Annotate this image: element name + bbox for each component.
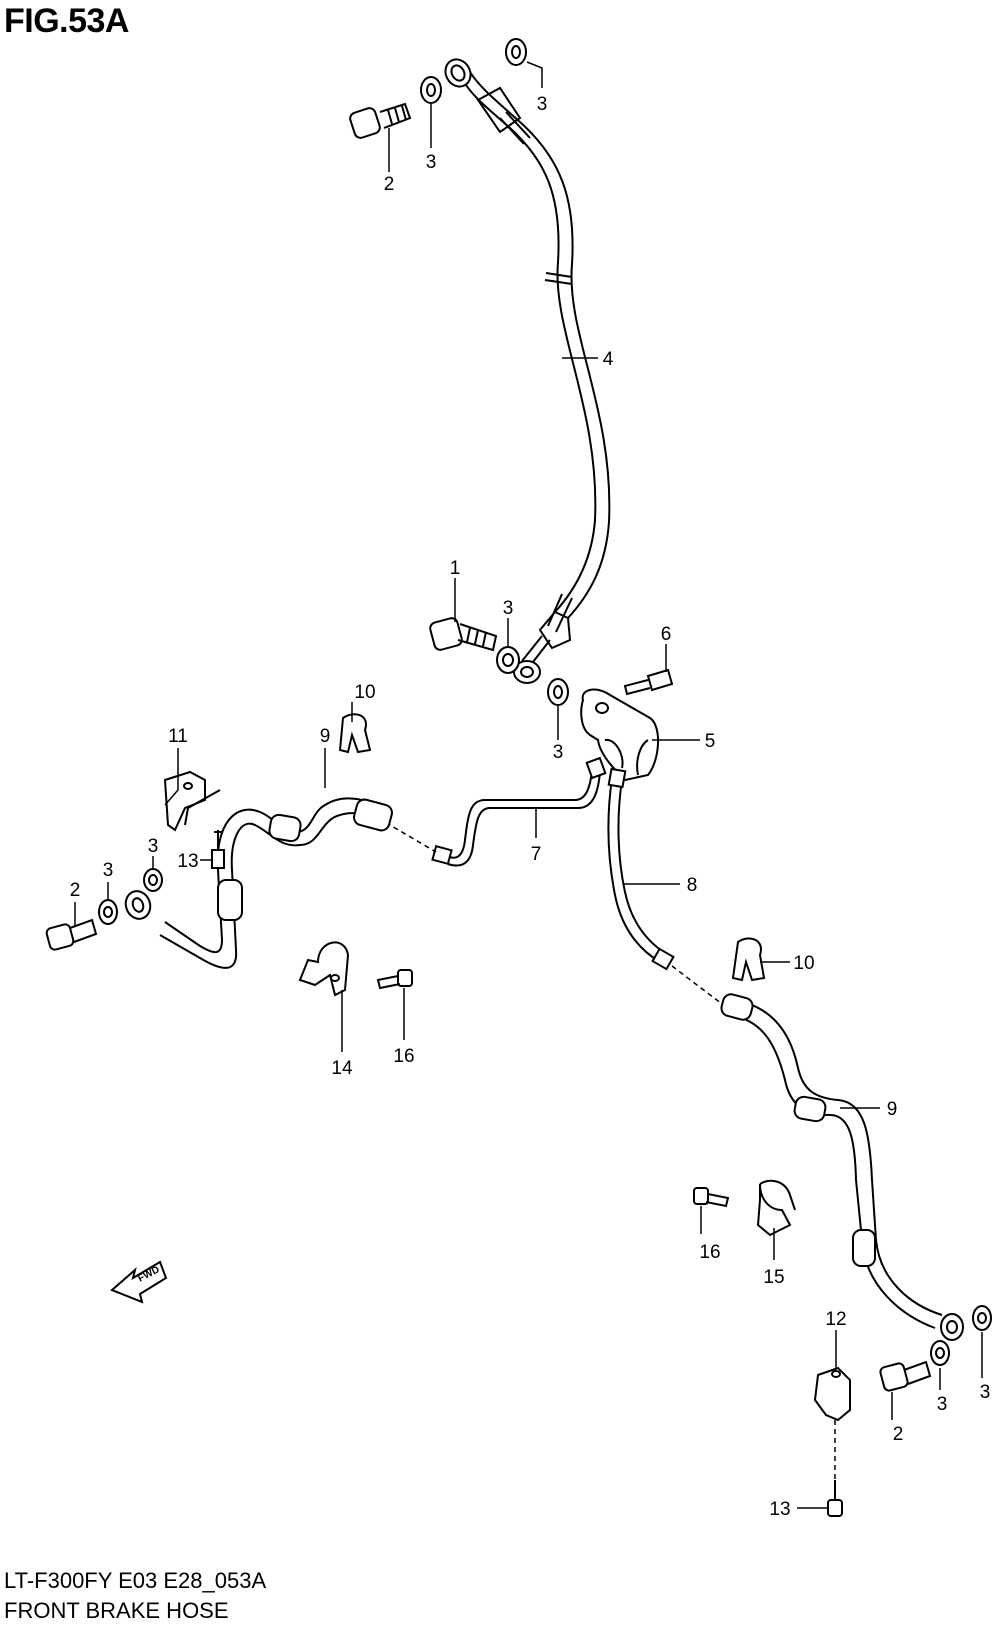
- union-bolt-mid: [429, 617, 498, 652]
- bolt-13-left: [211, 830, 225, 869]
- washer-mid-low: [547, 678, 569, 706]
- union-bolt-bottom: [879, 1360, 932, 1392]
- callout-3: 3: [553, 742, 564, 763]
- clamp-15: [756, 1179, 796, 1237]
- brake-hose-left[interactable]: [159, 797, 394, 969]
- callout-8: 8: [687, 875, 698, 896]
- union-bolt-top: [349, 102, 412, 139]
- fwd-arrow-icon: FWD: [110, 1260, 168, 1304]
- union-bolt-left: [45, 918, 98, 951]
- washer-left-a: [143, 868, 163, 892]
- washer-top-right: [505, 38, 527, 66]
- callout-14: 14: [331, 1058, 353, 1079]
- banjo-fitting-top: [444, 58, 472, 88]
- callout-1: 1: [450, 558, 461, 579]
- washer-mid: [496, 646, 520, 674]
- callout-9: 9: [320, 726, 331, 747]
- callout-3: 3: [426, 152, 437, 173]
- brake-pipe-left[interactable]: [431, 756, 607, 867]
- washer-bottom-right: [972, 1305, 992, 1331]
- bolt-6: [623, 668, 674, 696]
- callout-3: 3: [103, 860, 114, 881]
- clamp-10-left: [338, 713, 372, 754]
- callout-9: 9: [887, 1099, 898, 1120]
- callout-4: 4: [603, 349, 614, 370]
- callout-10: 10: [793, 953, 814, 974]
- callout-16: 16: [393, 1046, 414, 1067]
- callout-13: 13: [769, 1499, 790, 1520]
- callout-3: 3: [148, 836, 159, 857]
- callout-13: 13: [177, 851, 198, 872]
- callout-3: 3: [503, 598, 514, 619]
- brake-hose-upper[interactable]: [461, 71, 611, 650]
- callout-7: 7: [531, 844, 542, 865]
- clamp-10-right: [731, 937, 766, 982]
- bolt-16-right: [693, 1187, 730, 1208]
- leader-lines: [74, 61, 983, 1509]
- callout-6: 6: [661, 624, 672, 645]
- callout-5: 5: [705, 731, 716, 752]
- callout-3: 3: [937, 1394, 948, 1415]
- callout-2: 2: [70, 880, 81, 901]
- callout-3: 3: [980, 1382, 991, 1403]
- washer-left-b: [98, 899, 118, 925]
- brake-hose-joint: [580, 688, 660, 782]
- clamp-14: [298, 941, 350, 997]
- figure-name: FRONT BRAKE HOSE: [4, 1598, 229, 1623]
- callout-16: 16: [699, 1242, 720, 1263]
- banjo-fitting-left: [124, 890, 152, 920]
- washer-bottom: [930, 1340, 950, 1366]
- washer-top: [420, 76, 442, 104]
- bracket-12: [813, 1366, 851, 1422]
- bracket-11: [163, 770, 221, 832]
- callout-11: 11: [168, 726, 188, 747]
- figure-code: LT-F300FY E03 E28_053A: [4, 1568, 267, 1593]
- figure-title: FIG.53A: [4, 2, 129, 40]
- callout-3: 3: [537, 94, 548, 115]
- callout-12: 12: [825, 1309, 846, 1330]
- brake-pipe-right[interactable]: [607, 767, 675, 971]
- callout-2: 2: [384, 174, 395, 195]
- banjo-fitting-bottom: [940, 1313, 964, 1341]
- pipe-connection-line-right: [671, 965, 731, 1011]
- callout-15: 15: [763, 1267, 784, 1288]
- bolt-16-left: [376, 969, 413, 990]
- callout-10: 10: [354, 682, 375, 703]
- bolt-13-bottom: [827, 1480, 843, 1517]
- brake-hose-right[interactable]: [720, 992, 943, 1329]
- callout-2: 2: [893, 1424, 904, 1445]
